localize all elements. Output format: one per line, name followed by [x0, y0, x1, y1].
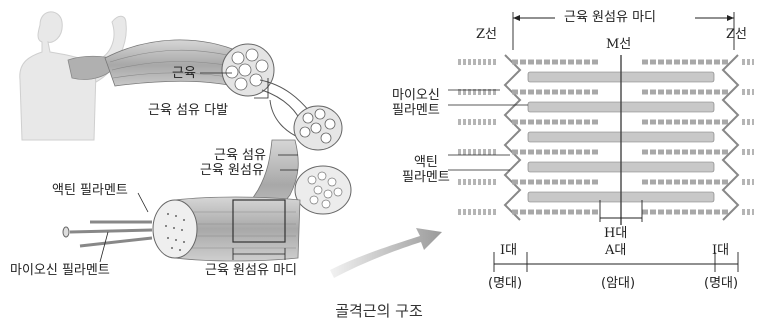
label-myofibril-segment: 근육 원섬유 마디: [205, 263, 297, 278]
label-myosin-filament: 마이오신 필라멘트: [10, 263, 110, 278]
label-z-line-left: Z선: [476, 27, 497, 42]
actin-filaments: [512, 59, 730, 215]
label-i-band-right: I대: [712, 243, 730, 258]
label-muscle: 근육: [172, 66, 196, 81]
label-actin-filament-right: 액틴 필라멘트: [402, 155, 450, 185]
label-muscle-fiber: 근육 섬유: [214, 148, 266, 163]
z-line-left: [503, 54, 522, 221]
label-sarcomere: 근육 원섬유 마디: [564, 10, 656, 25]
label-dark-band: (암대): [601, 276, 636, 291]
label-i-band-left: I대: [500, 243, 518, 258]
zoom-arrow: [330, 228, 442, 278]
sarcomere-diagram: [448, 10, 754, 272]
fiber-bundle-branch: [259, 79, 343, 151]
label-m-line: M선: [606, 37, 632, 52]
label-myofibril: 근육 원섬유: [200, 163, 264, 178]
diagram-caption: 골격근의 구조: [335, 302, 423, 320]
z-line-right: [721, 54, 740, 221]
muscle-cross-section: [221, 43, 275, 97]
label-a-band: A대: [605, 243, 627, 258]
label-light-band-left: (명대): [488, 276, 523, 291]
human-silhouette: [19, 11, 127, 141]
label-light-band-right: (명대): [704, 276, 739, 291]
label-actin-filament: 액틴 필라멘트: [52, 183, 128, 198]
myofibril-cylinder: [62, 196, 301, 262]
label-muscle-fiber-bundle: 근육 섬유 다발: [148, 103, 229, 118]
label-h-band: H대: [604, 226, 628, 241]
label-z-line-right: Z선: [726, 27, 747, 42]
left-leader-lines: [99, 72, 298, 263]
label-myosin-filament-right: 마이오신 필라멘트: [392, 88, 440, 118]
